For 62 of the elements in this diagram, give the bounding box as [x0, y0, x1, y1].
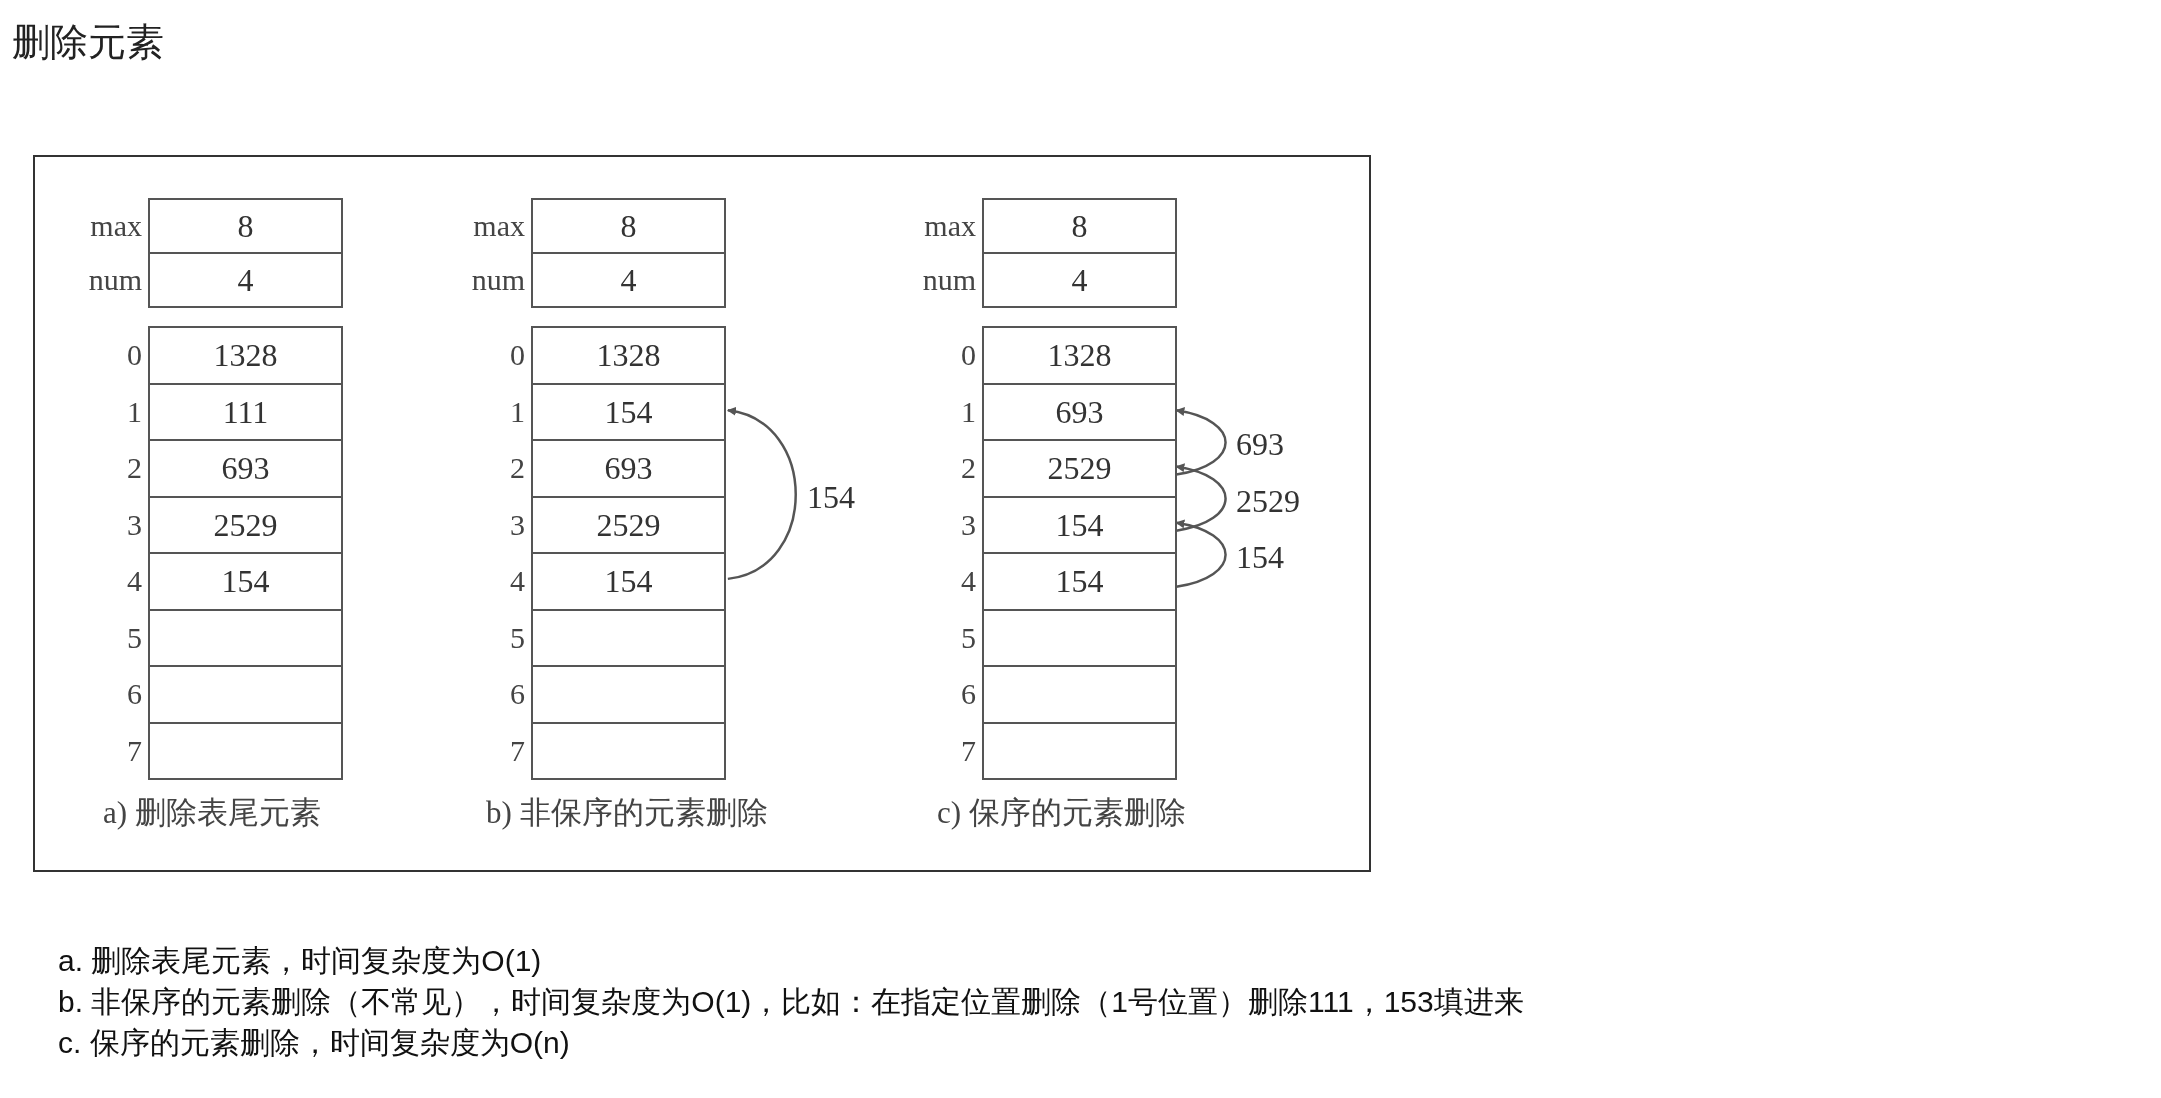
row-label: 2 [961, 453, 976, 484]
row-label: 1 [961, 396, 976, 427]
row-label: 6 [127, 679, 142, 710]
row-label: 0 [127, 340, 142, 371]
row-label: num [922, 265, 976, 295]
curved-arrow [727, 407, 797, 581]
note-line: b. 非保序的元素删除（不常见），时间复杂度为O(1)，比如：在指定位置删除（1号位置）删除111，153填进来 [58, 984, 1524, 1020]
row-label: 4 [961, 566, 976, 597]
panel-caption: a) 删除表尾元素 [103, 797, 321, 828]
row-label: 7 [510, 735, 525, 766]
panel-caption: b) 非保序的元素删除 [486, 797, 768, 828]
cell-value: 8 [620, 210, 637, 242]
row-label: num [88, 265, 142, 295]
curved-arrow [1175, 520, 1227, 589]
row-label: 1 [127, 396, 142, 427]
cell-value: 2529 [1047, 452, 1112, 485]
cell-value: 154 [604, 395, 653, 428]
cell-value: 1328 [213, 339, 278, 372]
cell-value: 4 [620, 264, 637, 296]
cell-value: 4 [1071, 264, 1088, 296]
cell-value: 154 [604, 565, 653, 598]
cell-value: 1328 [596, 339, 661, 372]
row-label: num [471, 265, 525, 295]
panel-caption: c) 保序的元素删除 [937, 797, 1186, 828]
row-label: 2 [127, 453, 142, 484]
row-label: 1 [510, 396, 525, 427]
row-label: 3 [510, 509, 525, 540]
cell-value: 693 [1055, 395, 1104, 428]
curved-arrow [1175, 407, 1227, 476]
row-label: 6 [961, 679, 976, 710]
cell-value: 4 [237, 264, 254, 296]
row-label: 5 [127, 622, 142, 653]
row-label: 0 [510, 340, 525, 371]
row-label: 7 [961, 735, 976, 766]
curved-arrow [1175, 463, 1227, 532]
cell-value: 693 [221, 452, 270, 485]
cell-value: 2529 [213, 508, 278, 541]
row-label: 4 [127, 566, 142, 597]
cell-value: 8 [1071, 210, 1088, 242]
cell-value: 693 [604, 452, 653, 485]
row-label: max [90, 211, 142, 241]
row-label: 7 [127, 735, 142, 766]
row-label: 3 [127, 509, 142, 540]
row-label: 3 [961, 509, 976, 540]
cell-value: 154 [221, 565, 270, 598]
cell-value: 111 [222, 395, 269, 428]
row-label: 0 [961, 340, 976, 371]
note-line: c. 保序的元素删除，时间复杂度为O(n) [58, 1025, 571, 1061]
note-line: a. 删除表尾元素，时间复杂度为O(1) [58, 943, 543, 979]
row-label: max [924, 211, 976, 241]
page-title: 删除元素 [12, 20, 164, 65]
row-label: 5 [510, 622, 525, 653]
cell-value: 8 [237, 210, 254, 242]
cell-value: 2529 [596, 508, 661, 541]
row-label: 4 [510, 566, 525, 597]
cell-value: 154 [1055, 565, 1104, 598]
row-label: 6 [510, 679, 525, 710]
cell-value: 154 [1055, 508, 1104, 541]
row-label: 5 [961, 622, 976, 653]
cell-value: 1328 [1047, 339, 1112, 372]
row-label: 2 [510, 453, 525, 484]
row-label: max [473, 211, 525, 241]
